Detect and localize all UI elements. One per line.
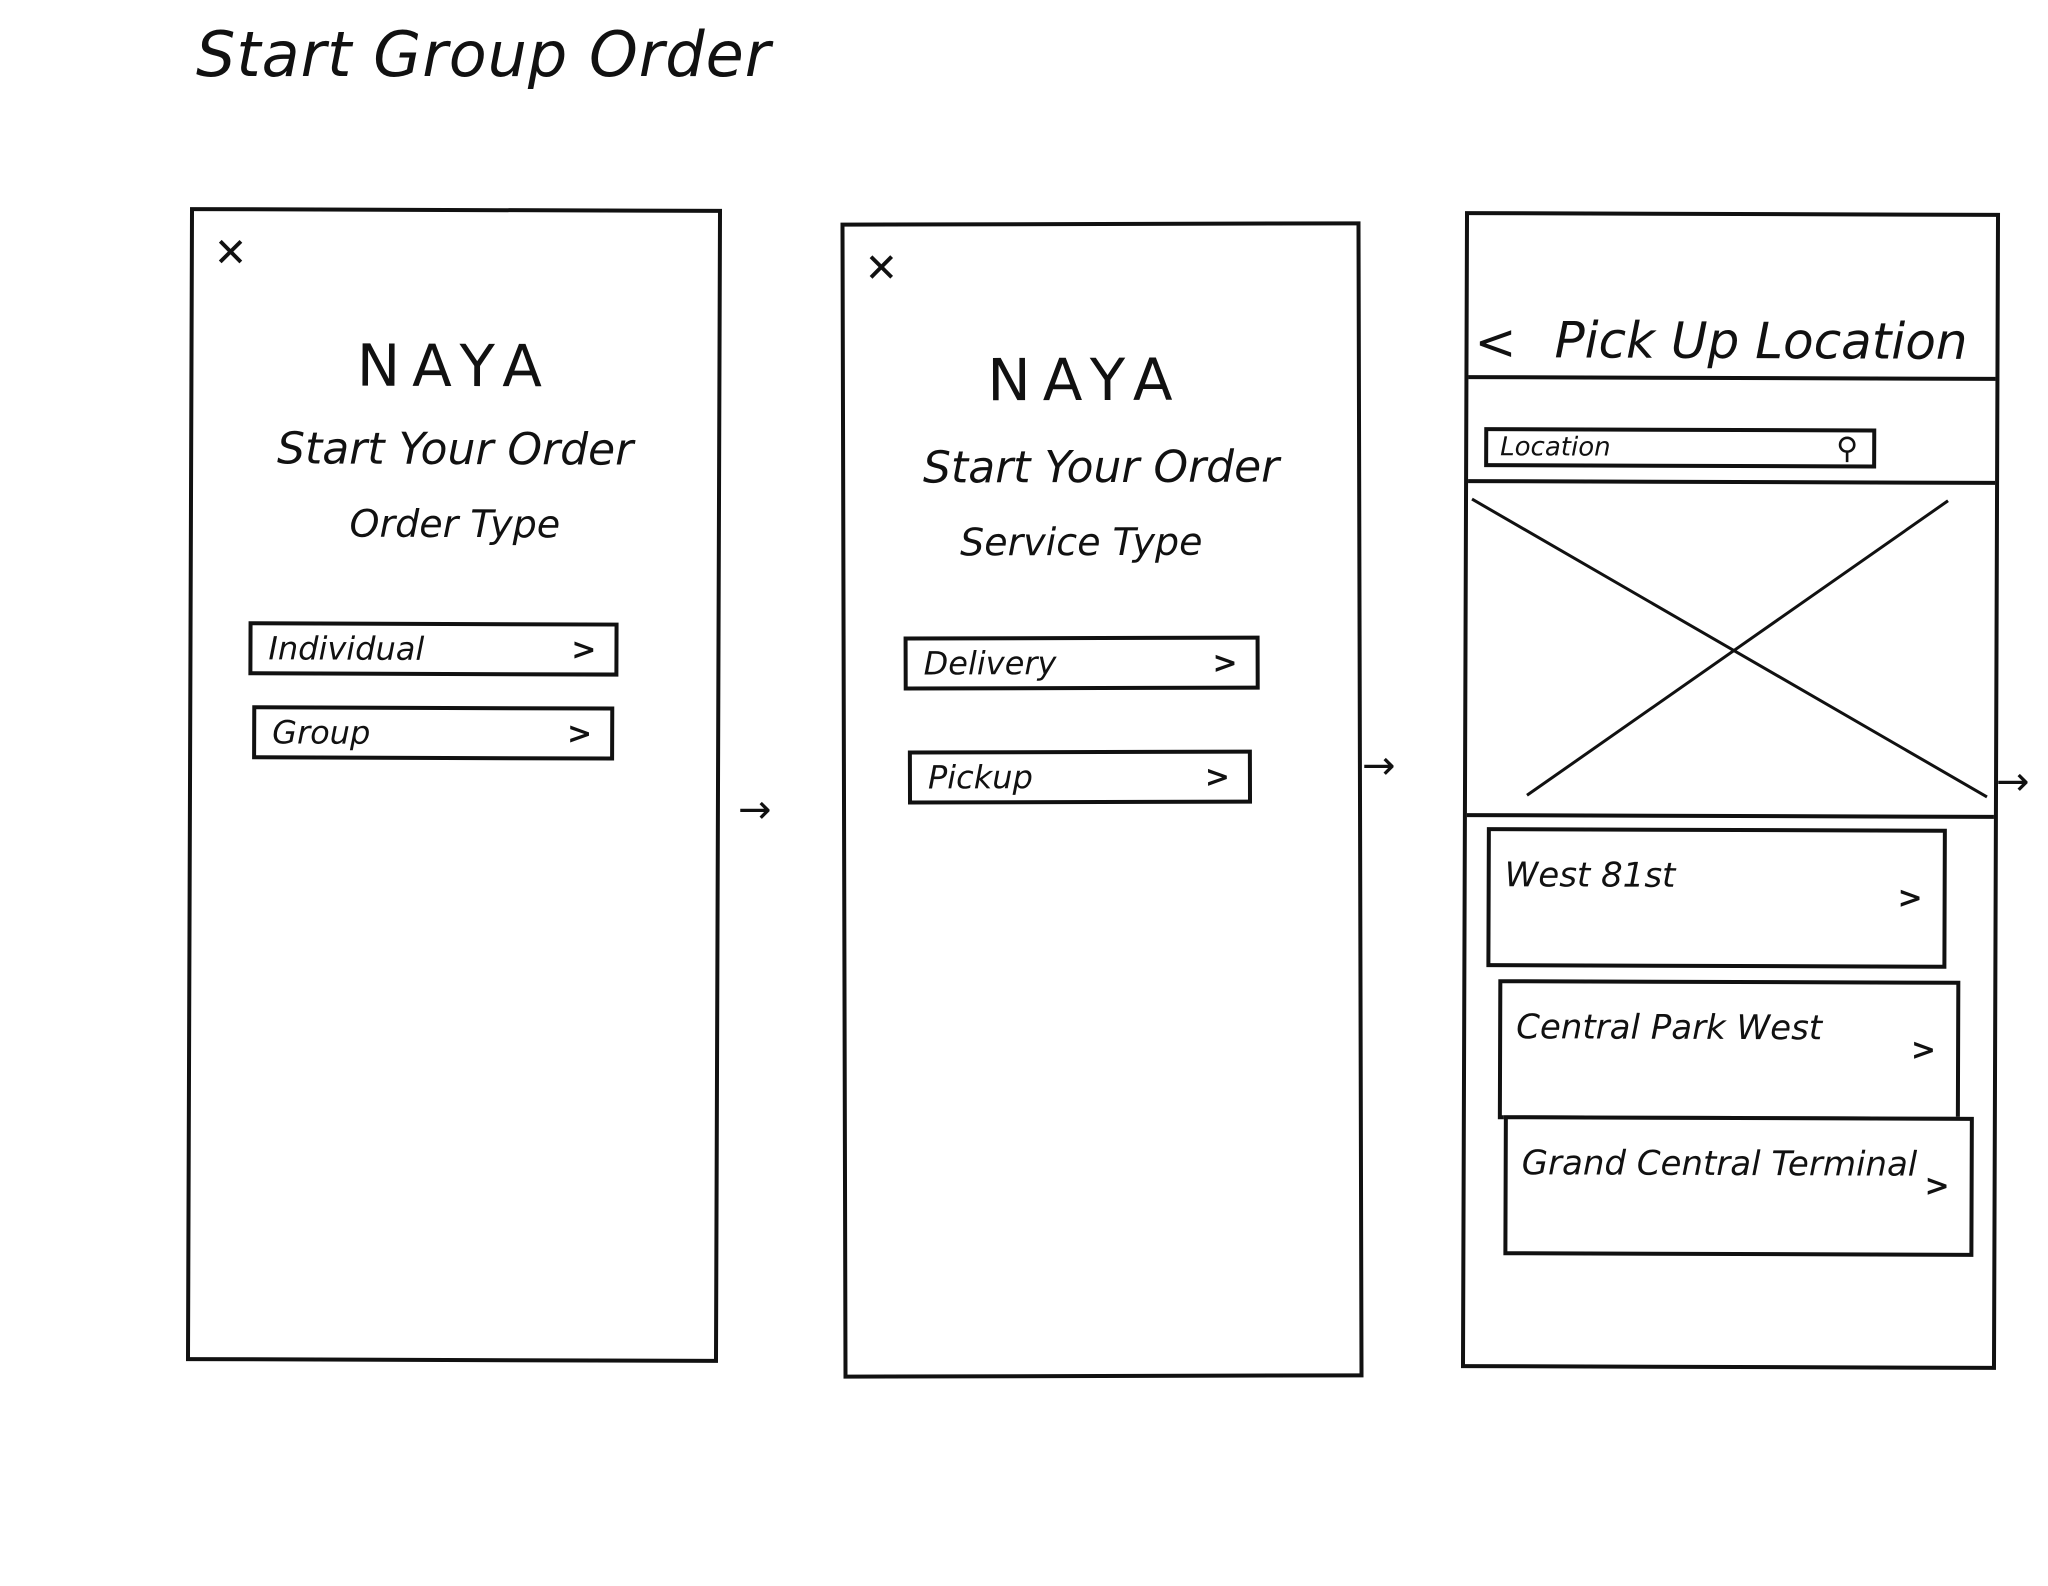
- page-title: Start Your Order: [922, 441, 1280, 494]
- option-label: Delivery: [923, 644, 1057, 683]
- map-cross-line: [1471, 497, 1988, 799]
- chevron-right-icon: >: [1910, 1032, 1937, 1068]
- map-placeholder[interactable]: [1467, 495, 1995, 807]
- location-label: Central Park West: [1516, 1007, 1823, 1049]
- sketch-title: Start Group Order: [196, 18, 772, 91]
- location-search-input[interactable]: Location ⚲: [1484, 427, 1877, 469]
- chevron-right-icon: >: [1924, 1168, 1950, 1204]
- delivery-button[interactable]: Delivery >: [903, 635, 1260, 691]
- option-label: Group: [272, 713, 371, 752]
- chevron-right-icon: >: [1212, 645, 1238, 681]
- chevron-right-icon: >: [1897, 880, 1923, 916]
- location-item-central-park-west[interactable]: Central Park West >: [1497, 979, 1961, 1121]
- option-label: Individual: [268, 629, 425, 668]
- search-divider: [1468, 479, 1996, 485]
- chevron-right-icon: >: [571, 631, 597, 667]
- page-title: Start Your Order: [276, 423, 634, 476]
- search-placeholder: Location: [1500, 432, 1611, 463]
- page-subtitle: Service Type: [960, 519, 1203, 565]
- chevron-right-icon: >: [1204, 759, 1230, 795]
- flow-arrow-icon: →: [1996, 759, 2030, 805]
- flow-arrow-icon: →: [1362, 743, 1396, 789]
- close-icon[interactable]: ✕: [213, 230, 248, 277]
- screen-order-type: ✕ NAYA Start Your Order Order Type Indiv…: [185, 207, 723, 1363]
- location-label: Grand Central Terminal: [1521, 1143, 1918, 1185]
- page-subtitle: Order Type: [349, 501, 561, 547]
- close-icon[interactable]: ✕: [864, 245, 899, 292]
- screen-pickup-location: < Pick Up Location Location ⚲ West 81st …: [1460, 211, 2001, 1370]
- location-item-west-81st[interactable]: West 81st >: [1486, 827, 1947, 969]
- brand-logo: NAYA: [356, 331, 555, 401]
- brand-logo: NAYA: [987, 345, 1185, 415]
- location-item-grand-central-terminal[interactable]: Grand Central Terminal >: [1503, 1115, 1974, 1257]
- pickup-button[interactable]: Pickup >: [907, 749, 1253, 805]
- flow-arrow-icon: →: [738, 787, 772, 833]
- page-title: Pick Up Location: [1554, 311, 1968, 371]
- screen-service-type: ✕ NAYA Start Your Order Service Type Del…: [840, 221, 1364, 1379]
- back-icon[interactable]: <: [1474, 313, 1517, 372]
- chevron-right-icon: >: [566, 715, 593, 751]
- search-icon[interactable]: ⚲: [1836, 430, 1859, 466]
- group-button[interactable]: Group >: [252, 705, 615, 761]
- header-divider: [1468, 375, 1996, 381]
- option-label: Pickup: [927, 758, 1033, 797]
- individual-button[interactable]: Individual >: [248, 621, 619, 677]
- map-divider: [1466, 813, 1994, 819]
- map-cross-line: [1526, 499, 1949, 797]
- location-label: West 81st: [1504, 855, 1676, 896]
